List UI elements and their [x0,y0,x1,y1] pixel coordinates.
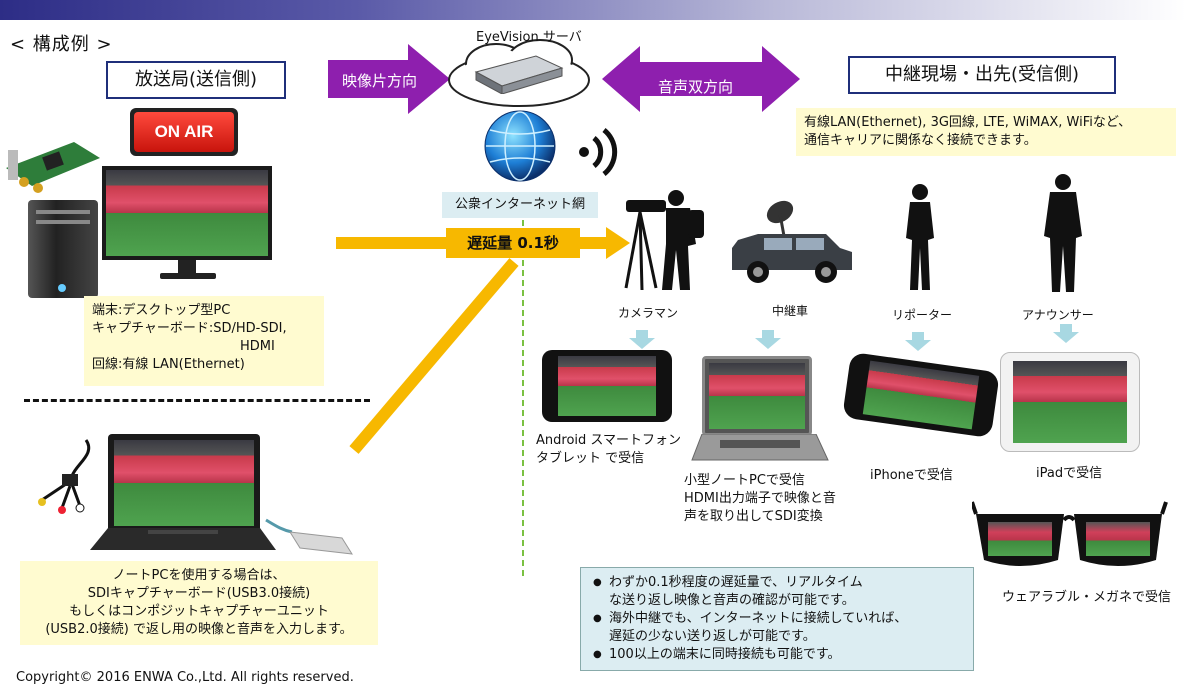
laptop-base [90,528,276,550]
android-phone-icon [542,350,672,422]
stadium-screen [558,356,656,416]
down-arrow-icon [905,332,931,351]
desktop-tower-icon [28,200,98,298]
receiver-note-line: 通信キャリアに関係なく接続できます。 [804,133,1037,148]
desktop-note-line: 回線:有線 LAN(Ethernet) [92,357,245,372]
device-label-ipad: iPadで受信 [1036,466,1103,481]
device-label-small-pc: 小型ノートPCで受信 HDMI出力端子で映像と音 声を取り出してSDI変換 [684,472,836,526]
device-label-small-pc-line: 小型ノートPCで受信 [684,473,805,488]
small-laptop-icon [702,356,812,436]
on-air-label: ON AIR [134,112,234,152]
desktop-note-line: キャプチャーボード:SD/HD-SDI, [92,321,287,336]
header-bar [0,0,1186,20]
device-label-glasses: ウェアラブル・メガネで受信 [1002,590,1172,605]
desktop-note-line: 端末:デスクトップ型PC [92,303,231,318]
small-laptop-base [691,434,829,461]
desktop-note: 端末:デスクトップ型PC キャプチャーボード:SD/HD-SDI, HDMI 回… [84,296,324,386]
stadium-screen [709,363,805,429]
receiver-note-line: 有線LAN(Ethernet), 3G回線, LTE, WiMAX, WiFiな… [804,115,1132,130]
desktop-note-line: HDMI [240,339,275,354]
role-label-cameraman: カメラマン [618,306,679,320]
stadium-screen [862,360,980,430]
laptop-icon [108,434,260,532]
laptop-note-line: SDIキャプチャーボード(USB3.0接続) [87,586,311,601]
wireless-signal-icon [579,128,618,176]
wearable-glasses-icon [972,501,1168,566]
down-arrow-icon [755,330,781,349]
reporter-icon [906,184,934,290]
receiver-title: 中継現場・出先(受信側) [848,56,1116,94]
network-line [522,220,524,576]
iphone-icon [842,351,1000,439]
down-arrow-icon [629,330,655,349]
desktop-monitor [102,166,272,260]
globe-icon [484,110,556,182]
latency-label: 遅延量 0.1秒 [446,228,580,258]
device-label-iphone: iPhoneで受信 [870,468,953,483]
device-label-android-line: タブレット で受信 [536,451,645,466]
laptop-note-line: もしくはコンポジットキャプチャーユニット [69,604,329,619]
usb-capture-unit-icon [265,518,353,555]
feature-box: わずか0.1秒程度の遅延量で、リアルタイムな送り返し映像と音声の確認が可能です。… [580,567,974,671]
role-label-reporter: リポーター [892,308,953,322]
broadcaster-title: 放送局(送信側) [106,61,286,99]
on-air-sign: ON AIR [130,108,238,156]
capture-cable-icon [38,439,91,514]
stadium-screen [114,440,254,526]
stadium-screen [106,170,268,256]
feature-item: 100以上の端末に同時接続も可能です。 [591,646,963,664]
audio-direction-arrow [602,46,800,112]
role-label-relay-car: 中継車 [772,304,809,318]
video-direction-arrow [328,44,450,114]
server-label: EyeVision サーバ [476,30,582,45]
relay-car-icon [732,200,852,283]
laptop-connection-line [349,258,519,454]
ipad-icon [1000,352,1140,452]
down-arrow-icon [1053,324,1079,343]
feature-item: 海外中継でも、インターネットに接続していれば、遅延の少ない送り返しが可能です。 [591,610,963,646]
page-heading: < 構成例 > [10,34,113,55]
cameraman-icon [624,190,704,291]
role-label-announcer: アナウンサー [1022,308,1094,322]
stadium-screen [1013,361,1127,443]
laptop-note: ノートPCを使用する場合は、 SDIキャプチャーボード(USB3.0接続) もし… [20,561,378,645]
copyright: Copyright© 2016 ENWA Co.,Ltd. All rights… [16,670,354,685]
device-label-small-pc-line: HDMI出力端子で映像と音 [684,491,836,506]
capture-card-icon [6,142,100,193]
video-direction-label: 映像片方向 [342,72,418,90]
device-label-small-pc-line: 声を取り出してSDI変換 [684,509,823,524]
internet-label: 公衆インターネット網 [442,192,598,218]
server-icon [474,55,564,94]
laptop-note-line: (USB2.0接続) で返し用の映像と音声を入力します。 [45,622,353,637]
announcer-icon [1044,174,1082,292]
device-label-android-line: Android スマートフォン [536,433,682,448]
audio-direction-label: 音声双方向 [658,78,734,96]
section-divider [24,399,370,402]
device-label-android: Android スマートフォン タブレット で受信 [536,432,681,468]
laptop-note-line: ノートPCを使用する場合は、 [112,568,286,583]
receiver-note: 有線LAN(Ethernet), 3G回線, LTE, WiMAX, WiFiな… [796,108,1176,156]
